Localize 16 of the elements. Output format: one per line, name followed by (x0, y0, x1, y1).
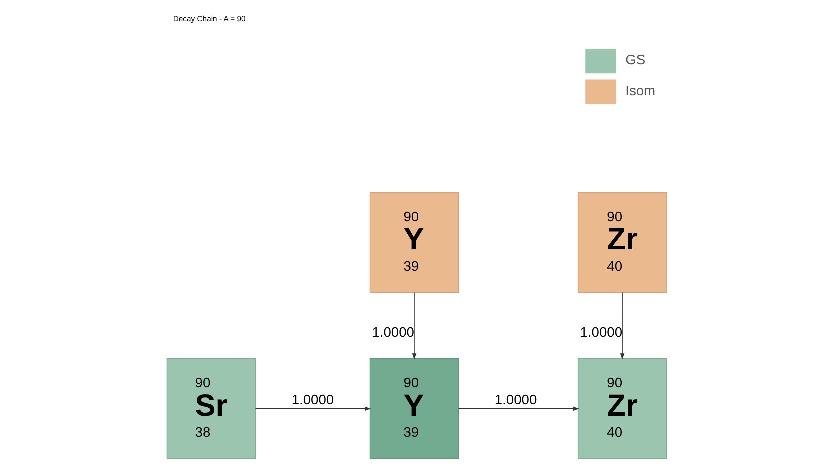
arrow (458, 406, 579, 411)
arrow (412, 292, 416, 360)
arrow (620, 292, 624, 360)
node-box: 90 Y 39 (369, 192, 459, 293)
node-box: 90 Y 39 (369, 358, 459, 459)
node-box: 90 Zr 40 (577, 192, 667, 293)
edge-label: 1.0000 (291, 391, 334, 408)
node-box: 90 Sr 38 (166, 358, 256, 459)
diagram-title: Decay Chain - A = 90 (172, 14, 246, 23)
arrow (254, 406, 371, 411)
edge-label: 1.0000 (372, 323, 414, 340)
edge-label: 1.0000 (494, 391, 537, 408)
legend-label: Isom (625, 82, 656, 98)
legend-label: GS (625, 51, 646, 68)
edge-label: 1.0000 (580, 323, 622, 340)
node-box: 90 Zr 40 (577, 358, 667, 459)
